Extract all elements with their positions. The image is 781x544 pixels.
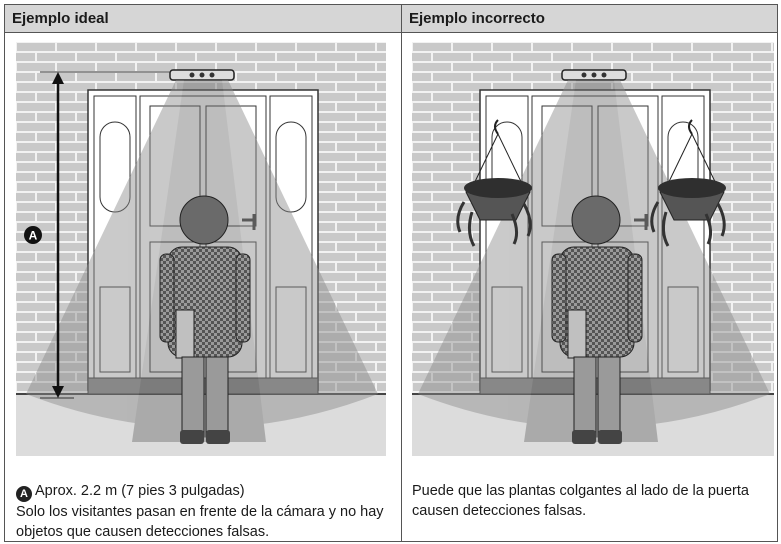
height-note-text: Aprox. 2.2 m (7 pies 3 pulgadas) — [35, 483, 245, 499]
caption-incorrect: Puede que las plantas colgantes al lado … — [412, 481, 772, 521]
marker-a-badge: A — [16, 486, 32, 502]
illustration-incorrect — [412, 42, 774, 456]
doorbell-camera — [169, 69, 235, 81]
panel-title-ideal: Ejemplo ideal — [5, 5, 401, 33]
doorbell-camera — [561, 69, 627, 81]
illustration-ideal: A — [16, 42, 386, 456]
height-dimension-arrow — [40, 71, 170, 399]
marker-a-badge: A — [24, 226, 42, 244]
incorrect-description: Puede que las plantas colgantes al lado … — [412, 483, 749, 519]
svg-text:A: A — [29, 229, 38, 243]
panel-divider — [401, 4, 402, 542]
visitor-figure — [551, 195, 643, 444]
figure-frame — [4, 4, 778, 542]
ideal-description: Solo los visitantes pasan en frente de l… — [16, 504, 384, 540]
visitor-figure — [159, 195, 251, 444]
hanging-plant-left — [456, 119, 532, 247]
panel-title-incorrect: Ejemplo incorrecto — [402, 5, 777, 33]
hanging-plant-right — [650, 119, 726, 247]
